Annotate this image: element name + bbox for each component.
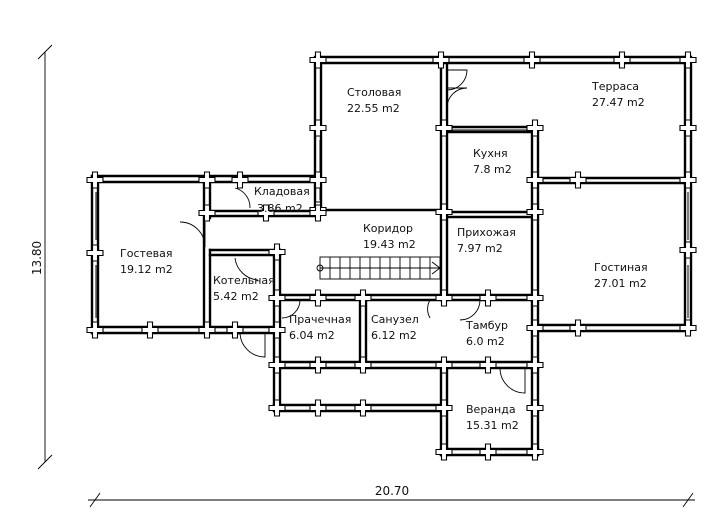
- log-cross: [569, 319, 587, 337]
- log-cross: [523, 51, 541, 69]
- log-cross: [86, 244, 104, 262]
- log-cross: [268, 289, 286, 307]
- log-cross: [526, 443, 544, 461]
- log-cross: [435, 119, 453, 137]
- log-cross: [198, 171, 216, 189]
- dimension-width-label: 20.70: [375, 484, 409, 498]
- staircase: [316, 256, 441, 280]
- windows: [95, 129, 689, 318]
- log-cross: [526, 399, 544, 417]
- room-veranda-area: 15.31 m2: [466, 419, 519, 432]
- room-kladovaya-area: 3.86 m2: [257, 202, 303, 215]
- log-cross: [86, 171, 104, 189]
- log-cross: [526, 171, 544, 189]
- log-cross: [309, 356, 327, 374]
- log-cross: [354, 289, 372, 307]
- log-cross: [268, 321, 286, 339]
- room-sanuzel-area: 6.12 m2: [371, 329, 417, 342]
- room-kuhnya-area: 7.8 m2: [473, 163, 512, 176]
- log-cross: [526, 319, 544, 337]
- log-cross: [613, 51, 631, 69]
- log-cross: [309, 399, 327, 417]
- log-cross: [141, 321, 159, 339]
- room-prachechnaya-area: 6.04 m2: [289, 329, 335, 342]
- room-veranda-name: Веранда: [466, 403, 516, 416]
- log-cross: [198, 321, 216, 339]
- room-sanuzel-name: Санузел: [371, 313, 419, 326]
- log-cross: [354, 356, 372, 374]
- dimension-width: 20.70: [88, 484, 695, 508]
- log-cross: [309, 289, 327, 307]
- room-stolovaya-area: 22.55 m2: [347, 102, 400, 115]
- room-kladovaya-name: Кладовая: [254, 185, 310, 198]
- log-cross: [679, 171, 697, 189]
- room-gostevaya-name: Гостевая: [120, 247, 173, 260]
- dimension-height-label: 13.80: [30, 241, 44, 275]
- log-cross: [479, 356, 497, 374]
- log-cross: [86, 321, 104, 339]
- log-cross: [435, 443, 453, 461]
- log-cross: [309, 171, 327, 189]
- log-cross: [679, 319, 697, 337]
- walls: [90, 55, 693, 457]
- log-cross: [268, 356, 286, 374]
- log-cross: [679, 119, 697, 137]
- room-kotelnaya-name: Котельная: [213, 274, 275, 287]
- log-cross: [479, 443, 497, 461]
- room-koridor-name: Коридор: [363, 222, 413, 235]
- log-cross: [354, 399, 372, 417]
- log-cross: [268, 399, 286, 417]
- room-tambur-name: Тамбур: [465, 319, 508, 332]
- log-cross: [526, 119, 544, 137]
- log-cross: [479, 289, 497, 307]
- room-gostinaya-area: 27.01 m2: [594, 277, 647, 290]
- room-gostevaya-area: 19.12 m2: [120, 263, 173, 276]
- log-cross: [679, 51, 697, 69]
- log-cross: [268, 243, 286, 261]
- room-prihozhaya-name: Прихожая: [457, 226, 516, 239]
- room-tambur-area: 6.0 m2: [466, 335, 505, 348]
- room-kuhnya-name: Кухня: [473, 147, 508, 160]
- log-cross: [435, 399, 453, 417]
- room-prachechnaya-name: Прачечная: [289, 313, 351, 326]
- log-cross: [569, 171, 587, 189]
- log-cross: [198, 204, 216, 222]
- log-cross: [309, 51, 327, 69]
- log-cross: [435, 356, 453, 374]
- room-gostinaya-name: Гостиная: [594, 261, 648, 274]
- room-terrasa-area: 27.47 m2: [592, 96, 645, 109]
- log-cross: [309, 119, 327, 137]
- room-prihozhaya-area: 7.97 m2: [457, 242, 503, 255]
- log-cross: [231, 171, 249, 189]
- room-stolovaya-name: Столовая: [347, 86, 401, 99]
- log-cross: [679, 241, 697, 259]
- log-cross: [435, 289, 453, 307]
- log-cross: [526, 289, 544, 307]
- log-cross: [526, 356, 544, 374]
- room-koridor-area: 19.43 m2: [363, 238, 416, 251]
- dimension-height: 13.80: [30, 44, 53, 470]
- room-terrasa-name: Терраса: [591, 80, 639, 93]
- room-labels: Столовая 22.55 m2 Терраса 27.47 m2 Кухня…: [120, 80, 648, 432]
- room-kotelnaya-area: 5.42 m2: [213, 290, 259, 303]
